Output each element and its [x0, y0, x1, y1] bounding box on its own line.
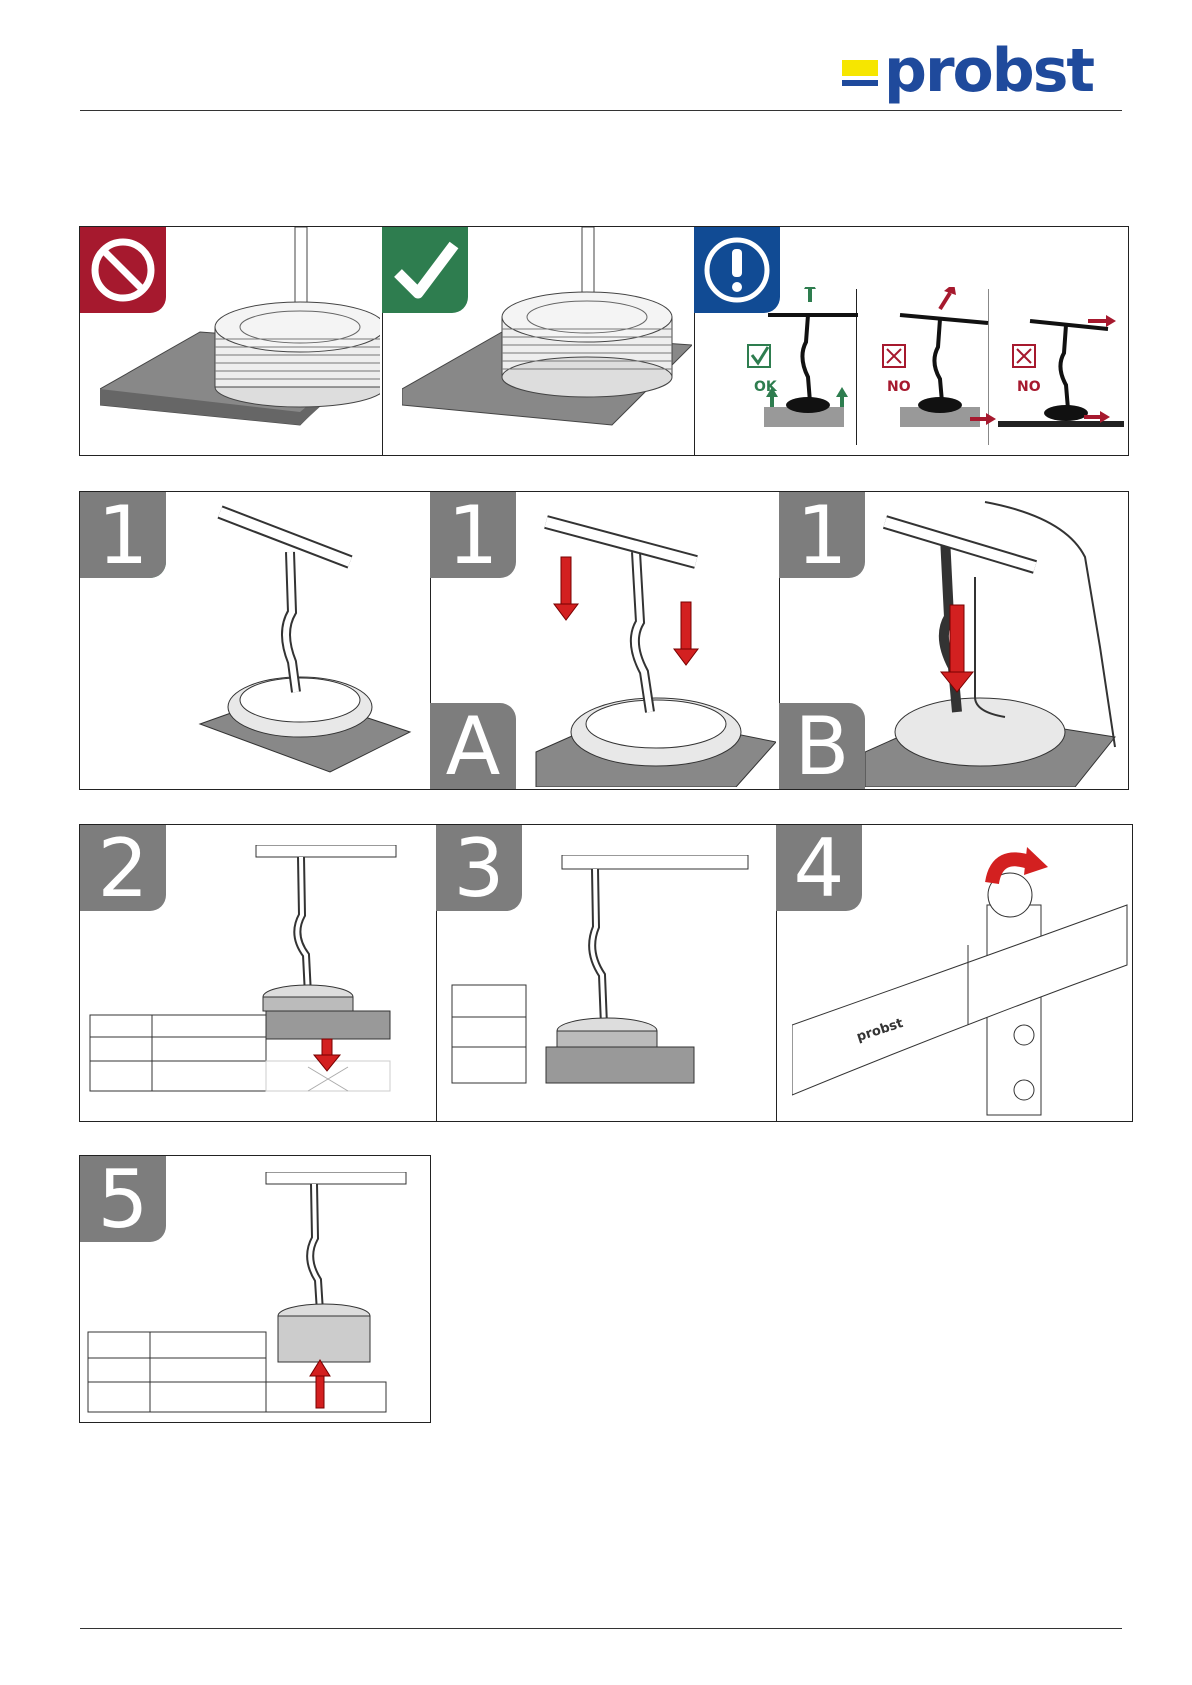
step2-diagram: [86, 845, 431, 1120]
no-label-2: NO: [1017, 379, 1041, 395]
step1a-badge: 1: [430, 492, 516, 578]
step5-panel: 5: [79, 1155, 431, 1423]
step1b-letter: B: [779, 703, 865, 789]
header-divider: [80, 110, 1122, 111]
step5-diagram: [86, 1172, 426, 1420]
step1-panel: 1 1 A 1 B: [79, 491, 1129, 790]
step3-diagram: [450, 855, 770, 1120]
logo-yellow-bar: [842, 60, 878, 76]
warning-panel: OK NO NO: [79, 226, 1129, 456]
step1b-badge: 1: [779, 492, 865, 578]
ok-label: OK: [754, 379, 777, 395]
lifter-pressed-by-hands: [516, 502, 776, 787]
steps-2-4-panel: 2 3 4 probs: [79, 824, 1133, 1122]
attention-diagrams: [708, 287, 1128, 452]
probst-logo: probst: [842, 48, 1114, 104]
step4-clamp-detail: [792, 845, 1128, 1120]
step1a-number: 1: [80, 492, 166, 578]
logo-blue-bar: [842, 80, 878, 86]
lifter-pressed-by-foot: [865, 497, 1127, 787]
no-label-1: NO: [887, 379, 911, 395]
footer-divider: [80, 1628, 1122, 1629]
lifter-stack-correct: [402, 227, 692, 455]
step1a-letter: A: [430, 703, 516, 789]
logo-text: probst: [884, 36, 1093, 106]
lifter-overview: [180, 502, 420, 787]
lifter-stack-wrong: [100, 227, 380, 455]
